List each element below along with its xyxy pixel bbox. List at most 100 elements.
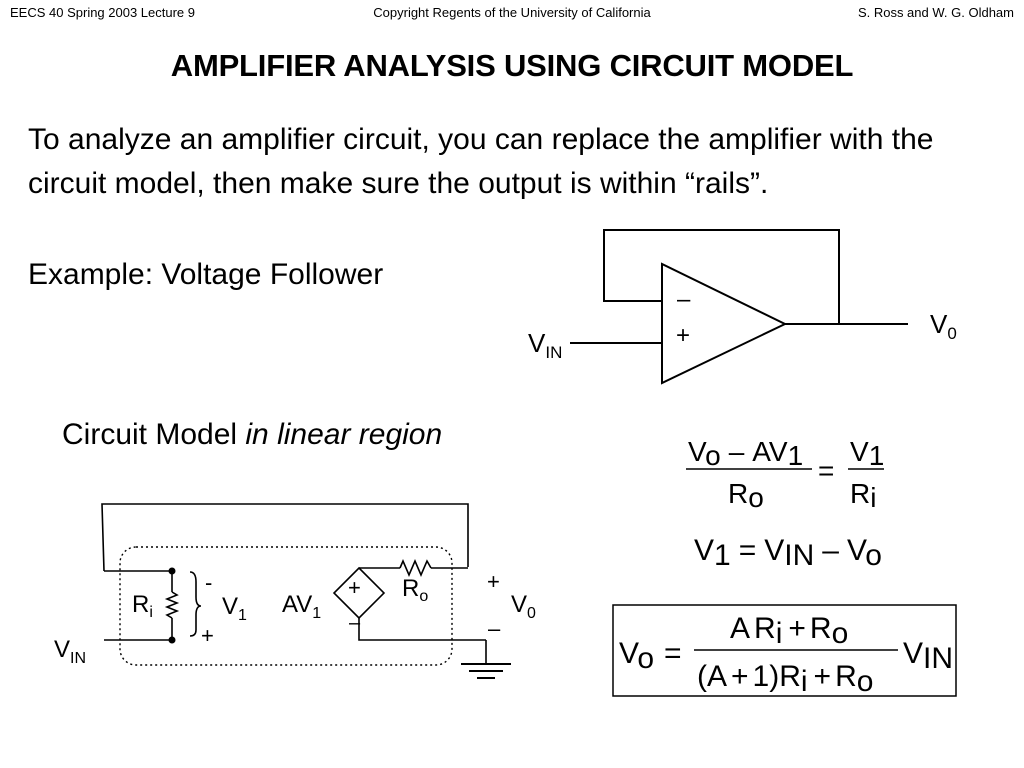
header-authors: S. Ross and W. G. Oldham	[857, 5, 1014, 20]
v1-sub: 1	[238, 607, 247, 624]
intro-paragraph: To analyze an amplifier circuit, you can…	[28, 123, 934, 200]
eq3-den-op2: +	[814, 660, 832, 693]
eq2-b: V	[764, 534, 784, 567]
model-vin-sub: IN	[70, 650, 86, 667]
eq3-den-a: (A	[697, 660, 727, 693]
eq3-equals: =	[664, 637, 682, 670]
model-vin-label: VIN	[54, 636, 86, 667]
source-bottom-wire	[358, 618, 486, 641]
eq1-num-b: AV	[752, 436, 788, 467]
slide-title: AMPLIFIER ANALYSIS USING CIRCUIT MODEL	[170, 48, 854, 83]
source-plus-sign: +	[348, 575, 361, 600]
opamp-vin-sub: IN	[545, 343, 562, 362]
model-caption-italic: in linear region	[245, 418, 443, 451]
model-dotted-boundary	[119, 546, 453, 666]
node-dot-top	[168, 567, 176, 575]
eq3-num-b: R	[754, 612, 776, 645]
opamp-v0-label: V0	[930, 309, 957, 343]
svg-text:V1=VIN–Vo: V1=VIN–Vo	[694, 534, 882, 572]
header-copyright: Copyright Regents of the University of C…	[373, 5, 651, 20]
eq2-c-sub: o	[865, 539, 882, 572]
output-minus-sign: –	[488, 616, 501, 641]
eq1-rhs-num: V	[850, 436, 869, 467]
opamp-schematic	[570, 229, 908, 385]
av1-base: AV	[282, 591, 312, 618]
ri-sub: i	[149, 604, 153, 621]
eq1-equals: =	[818, 455, 834, 486]
eq1-rhs-num-sub: 1	[869, 440, 885, 471]
svg-text:Ro: Ro	[728, 478, 764, 513]
eq3-num-a: A	[730, 612, 750, 645]
eq2-a-sub: 1	[714, 539, 731, 572]
ro-label: Ro	[402, 575, 428, 605]
svg-text:Vo–AV1: Vo–AV1	[688, 436, 803, 471]
opamp-vin-base: V	[528, 328, 546, 358]
source-minus-sign: –	[349, 612, 361, 634]
model-v0-sub: 0	[527, 605, 536, 622]
eq3-rhs: V	[903, 637, 923, 670]
ri-resistor	[164, 591, 180, 619]
eq2-op: –	[822, 534, 839, 567]
eq3-den-op1: +	[731, 660, 749, 693]
model-minus-sign: -	[205, 570, 212, 595]
opamp-minus-sign: –	[677, 286, 691, 313]
svg-text:(A+1)Ri+Ro: (A+1)Ri+Ro	[697, 660, 873, 698]
eq1-num-b-sub: 1	[788, 440, 804, 471]
example-label: Example: Voltage Follower	[28, 258, 384, 291]
model-feedback-wire	[101, 503, 469, 572]
ro-resistor	[399, 558, 432, 578]
svg-text:ARi+Ro: ARi+Ro	[730, 612, 848, 650]
eq3-rhs-sub: IN	[923, 642, 953, 675]
eq3-box	[612, 604, 957, 697]
eq3-num-op: +	[788, 612, 806, 645]
circuit-model	[101, 503, 511, 679]
ro-sub: o	[419, 588, 428, 605]
v1-brace	[189, 571, 202, 637]
eq3-den-c-sub: o	[857, 665, 874, 698]
model-vin-base: V	[54, 636, 70, 663]
equation-1: Vo–AV1 Ro = V1 Ri	[686, 436, 884, 513]
ro-base: R	[402, 575, 419, 602]
av1-sub: 1	[312, 605, 321, 622]
eq3-den-c: R	[835, 660, 857, 693]
opamp-plus-sign: +	[676, 322, 690, 349]
eq3-den-b: 1)R	[753, 660, 801, 693]
header-lecture: EECS 40 Spring 2003 Lecture 9	[10, 5, 196, 20]
model-v0-label: V0	[511, 591, 536, 622]
opamp-v0-sub: 0	[947, 324, 956, 343]
eq1-num-a: V	[688, 436, 707, 467]
eq2-b-sub: IN	[784, 539, 814, 572]
ri-base: R	[132, 591, 149, 618]
eq1-num-a-sub: o	[705, 440, 721, 471]
eq1-den-sub: o	[748, 482, 764, 513]
model-caption: Circuit Model in linear region	[62, 418, 442, 452]
opamp-vin-label: VIN	[528, 328, 562, 362]
model-plus-sign: +	[201, 623, 214, 648]
opamp-triangle	[661, 262, 788, 385]
eq3-den-b-sub: i	[801, 665, 808, 698]
equation-2: V1=VIN–Vo	[694, 534, 882, 572]
eq3-lhs: V	[619, 637, 639, 670]
eq3-num-b-sub: i	[776, 617, 783, 650]
ri-label: Ri	[132, 591, 153, 621]
v1-label: V1	[222, 593, 247, 624]
eq2-eq: =	[739, 534, 757, 567]
svg-text:Vo=: Vo=	[619, 637, 682, 675]
svg-text:Ri: Ri	[850, 478, 876, 513]
svg-text:V1: V1	[850, 436, 884, 471]
svg-text:VIN: VIN	[903, 637, 953, 675]
eq1-num-op: –	[729, 436, 745, 467]
eq1-rhs-den-sub: i	[870, 482, 876, 513]
model-v0-base: V	[511, 591, 527, 618]
v1-base: V	[222, 593, 238, 620]
feedback-wire	[603, 229, 840, 324]
eq2-a: V	[694, 534, 714, 567]
eq3-num-c: R	[810, 612, 832, 645]
av1-label: AV1	[282, 591, 321, 622]
node-dot-bottom	[168, 636, 176, 644]
eq3-num-c-sub: o	[832, 617, 849, 650]
model-caption-plain: Circuit Model	[62, 418, 246, 451]
eq1-den: R	[728, 478, 748, 509]
